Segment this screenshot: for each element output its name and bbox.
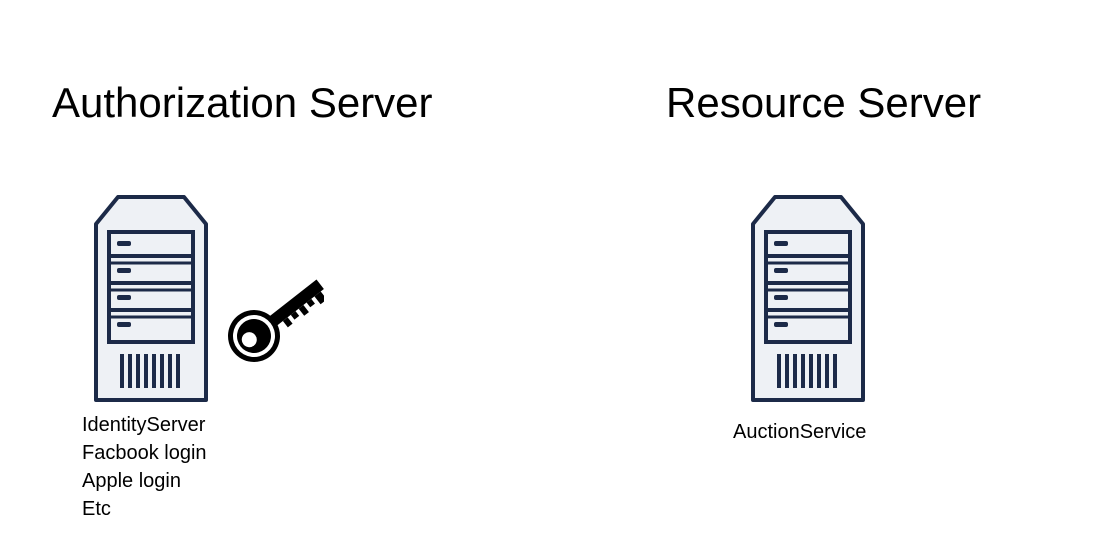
authorization-server-icon — [94, 195, 208, 402]
caption-line-apple-login: Apple login — [82, 470, 181, 492]
resource-server-icon — [751, 195, 865, 402]
resource-server-heading: Resource Server — [666, 79, 982, 126]
resource-server-caption: AuctionService — [733, 421, 867, 443]
authorization-server-heading: Authorization Server — [52, 79, 433, 126]
caption-line-identityserver: IdentityServer — [82, 414, 206, 436]
authorization-server-caption: IdentityServer Facbook login Apple login… — [82, 411, 207, 523]
caption-line-etc: Etc — [82, 498, 111, 520]
caption-line-facebook-login: Facbook login — [82, 442, 207, 464]
key-icon — [228, 279, 324, 362]
